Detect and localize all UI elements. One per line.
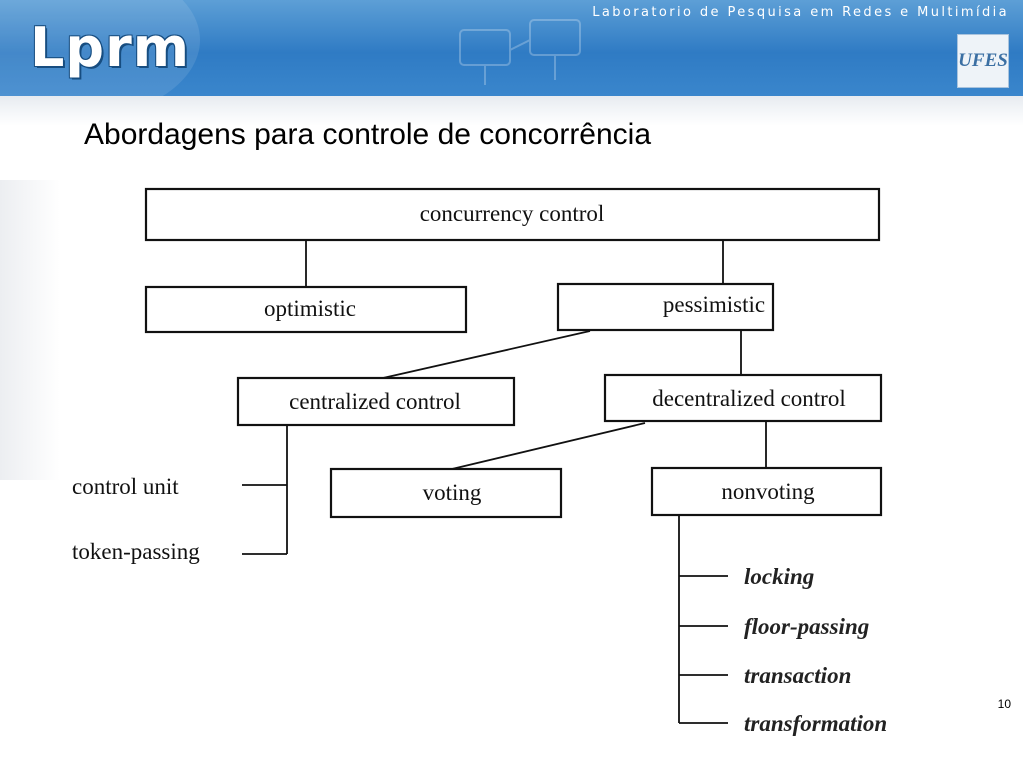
locking-label: locking xyxy=(744,564,814,589)
transformation-label: transformation xyxy=(744,711,887,736)
lprm-logo: Lprm xyxy=(30,16,190,79)
nonvoting-label: nonvoting xyxy=(721,479,815,504)
control-unit-label: control unit xyxy=(72,474,179,499)
connector-pessimistic-centralized xyxy=(382,330,591,379)
pessimistic-label: pessimistic xyxy=(663,292,765,317)
transaction-label: transaction xyxy=(744,663,851,688)
token-passing-label: token-passing xyxy=(72,539,200,564)
ufes-logo: UFES xyxy=(957,34,1009,88)
diagram-connectors xyxy=(242,235,767,724)
slide-title: Abordagens para controle de concorrência xyxy=(84,118,652,151)
pessimistic-box xyxy=(556,282,775,332)
voting-label: voting xyxy=(423,480,482,505)
optimistic-box xyxy=(144,285,468,334)
header-banner: Lprm Laboratorio de Pesquisa em Redes e … xyxy=(0,0,1023,96)
centralized-control-label: centralized control xyxy=(289,389,461,414)
decentralized-control-box xyxy=(603,373,883,423)
lab-name: Laboratorio de Pesquisa em Redes e Multi… xyxy=(592,5,1009,20)
concurrency-control-box xyxy=(144,187,881,242)
voting-box xyxy=(329,467,563,519)
decentralized-control-label: decentralized control xyxy=(652,386,845,411)
background-fade xyxy=(0,180,60,480)
centralized-control-box xyxy=(236,376,516,427)
concurrency-control-label: concurrency control xyxy=(420,201,605,226)
nonvoting-box xyxy=(650,466,883,517)
header-decoration xyxy=(0,0,200,96)
network-illustration-icon xyxy=(459,19,581,85)
header-subbar xyxy=(0,96,1023,126)
connector-decentralized-voting xyxy=(451,422,646,470)
page-number: 10 xyxy=(997,697,1011,711)
optimistic-label: optimistic xyxy=(264,296,356,321)
floor-passing-label: floor-passing xyxy=(744,614,869,639)
